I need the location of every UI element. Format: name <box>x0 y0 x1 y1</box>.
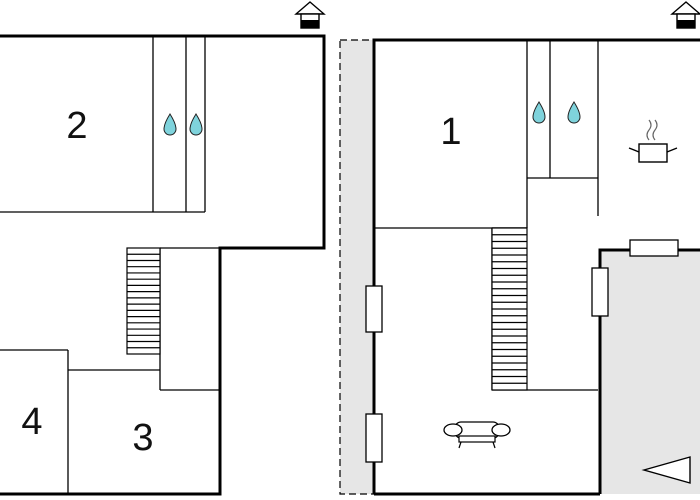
sofa-icon <box>443 421 511 449</box>
outdoor-area-right <box>600 250 700 494</box>
stair-frame <box>126 247 161 355</box>
left-floor <box>0 34 326 496</box>
entrance-arrow-icon <box>641 456 691 484</box>
room-label-3: 3 <box>132 417 153 459</box>
kitchen-pot-icon <box>628 119 678 163</box>
right-floor <box>365 38 700 496</box>
house-icon <box>670 1 700 29</box>
outdoor-strip-left <box>339 39 375 495</box>
bathroom-drop-icon <box>163 113 177 136</box>
window-left-lower <box>365 413 383 463</box>
right-floor-outer-wall <box>372 38 700 494</box>
left-floor-outer-wall <box>0 34 326 496</box>
window-left-upper <box>365 285 383 333</box>
window-right <box>591 267 609 317</box>
window-top <box>629 239 679 257</box>
staircase-left <box>126 247 161 355</box>
room-label-1: 1 <box>440 111 461 153</box>
bathroom-drop-icon <box>189 113 203 136</box>
house-icon <box>294 1 326 29</box>
room-label-2: 2 <box>66 105 87 147</box>
room-label-4: 4 <box>21 401 42 443</box>
bathroom-drop-icon <box>532 101 546 124</box>
staircase-right <box>491 227 528 391</box>
bathroom-drop-icon <box>567 101 581 124</box>
